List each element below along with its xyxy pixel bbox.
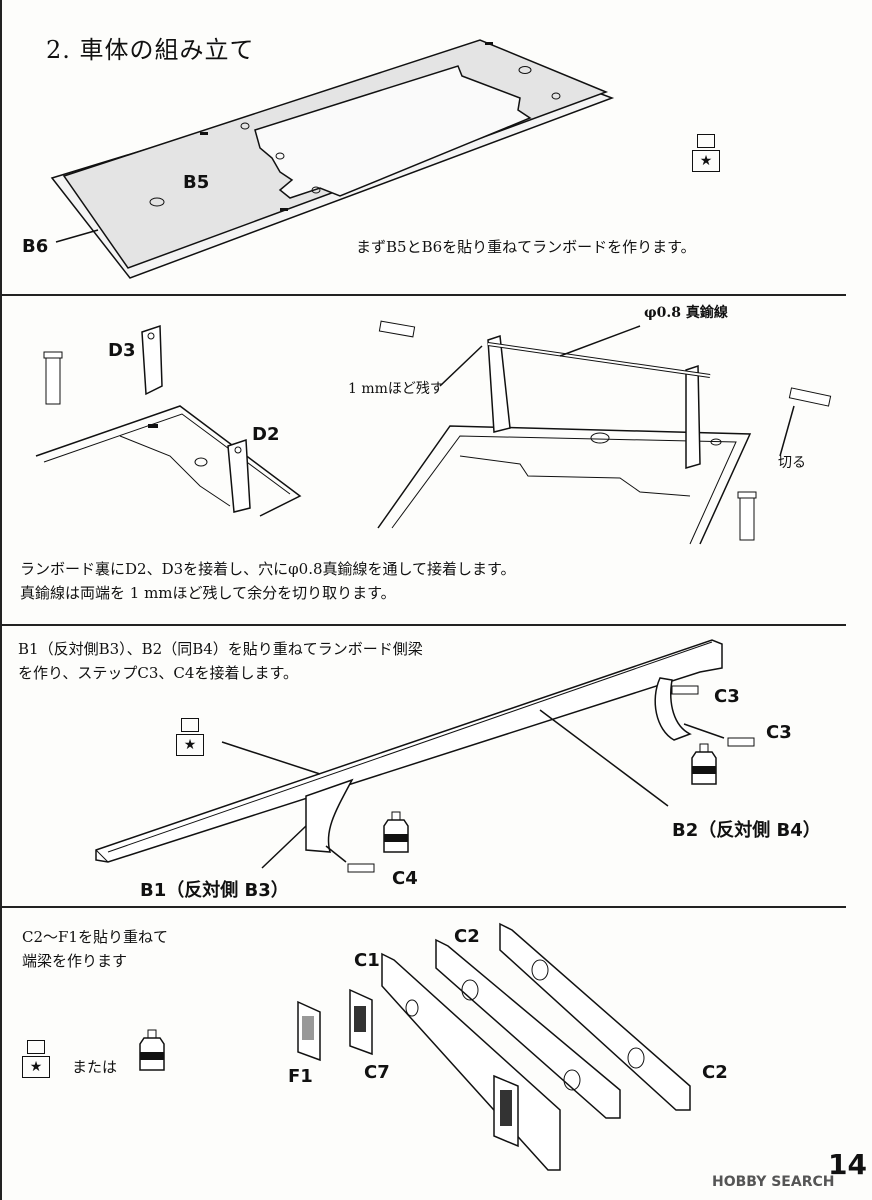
label-c4: C4 xyxy=(392,868,418,889)
label-b5: B5 xyxy=(183,172,210,193)
leave-1mm-label: 1 mmほど残す xyxy=(348,381,444,397)
section4-instruction-1: C2～F1を貼り重ねて xyxy=(22,928,168,946)
label-c1: C1 xyxy=(354,950,380,971)
page-number: 14 xyxy=(828,1148,867,1181)
section-divider-3 xyxy=(0,906,846,908)
label-c2-top: C2 xyxy=(454,926,480,947)
section3-instruction-2: を作り、ステップC3、C4を接着します。 xyxy=(18,664,298,682)
cut-label: 切る xyxy=(778,455,806,471)
label-f1: F1 xyxy=(288,1066,313,1087)
label-c2-right: C2 xyxy=(702,1062,728,1083)
square-star-icon: ★ xyxy=(176,718,204,756)
section3-instruction-1: B1（反対側B3）、B2（同B4）を貼り重ねてランボード側梁 xyxy=(18,640,423,658)
left-margin-rule xyxy=(0,0,2,1200)
label-b6: B6 xyxy=(22,236,49,257)
section2-instruction-1: ランボード裏にD2、D3を接着し、穴にφ0.8真鍮線を通して接着します。 xyxy=(20,560,516,578)
section1-instruction: まずB5とB6を貼り重ねてランボードを作ります。 xyxy=(356,238,696,256)
section-divider-1 xyxy=(0,294,846,296)
square-star-icon: ★ xyxy=(22,1040,50,1078)
wire-label: φ0.8 真鍮線 xyxy=(644,305,728,321)
runboard-b5-b6-drawing xyxy=(50,39,615,279)
square-star-icon: ★ xyxy=(692,134,720,172)
label-c3-upper: C3 xyxy=(714,686,740,707)
label-d2: D2 xyxy=(252,424,280,445)
frame-d2-d3-drawing xyxy=(35,320,832,545)
section2-instruction-2: 真鍮線は両端を 1 mmほど残して余分を切り取ります。 xyxy=(20,584,396,602)
label-b1: B1（反対側 B3） xyxy=(140,880,289,901)
section4-instruction-2: 端梁を作ります xyxy=(22,952,128,970)
end-beam-drawing xyxy=(139,922,691,1171)
section-divider-2 xyxy=(0,624,846,626)
page-title: 2. 車体の組み立て xyxy=(46,36,255,64)
label-c7: C7 xyxy=(364,1062,390,1083)
label-b2: B2（反対側 B4） xyxy=(672,820,821,841)
label-d3: D3 xyxy=(108,340,136,361)
label-c3-lower: C3 xyxy=(766,722,792,743)
or-label: または xyxy=(72,1058,118,1076)
side-beam-drawing xyxy=(95,639,755,873)
watermark: HOBBY SEARCH xyxy=(712,1174,835,1190)
